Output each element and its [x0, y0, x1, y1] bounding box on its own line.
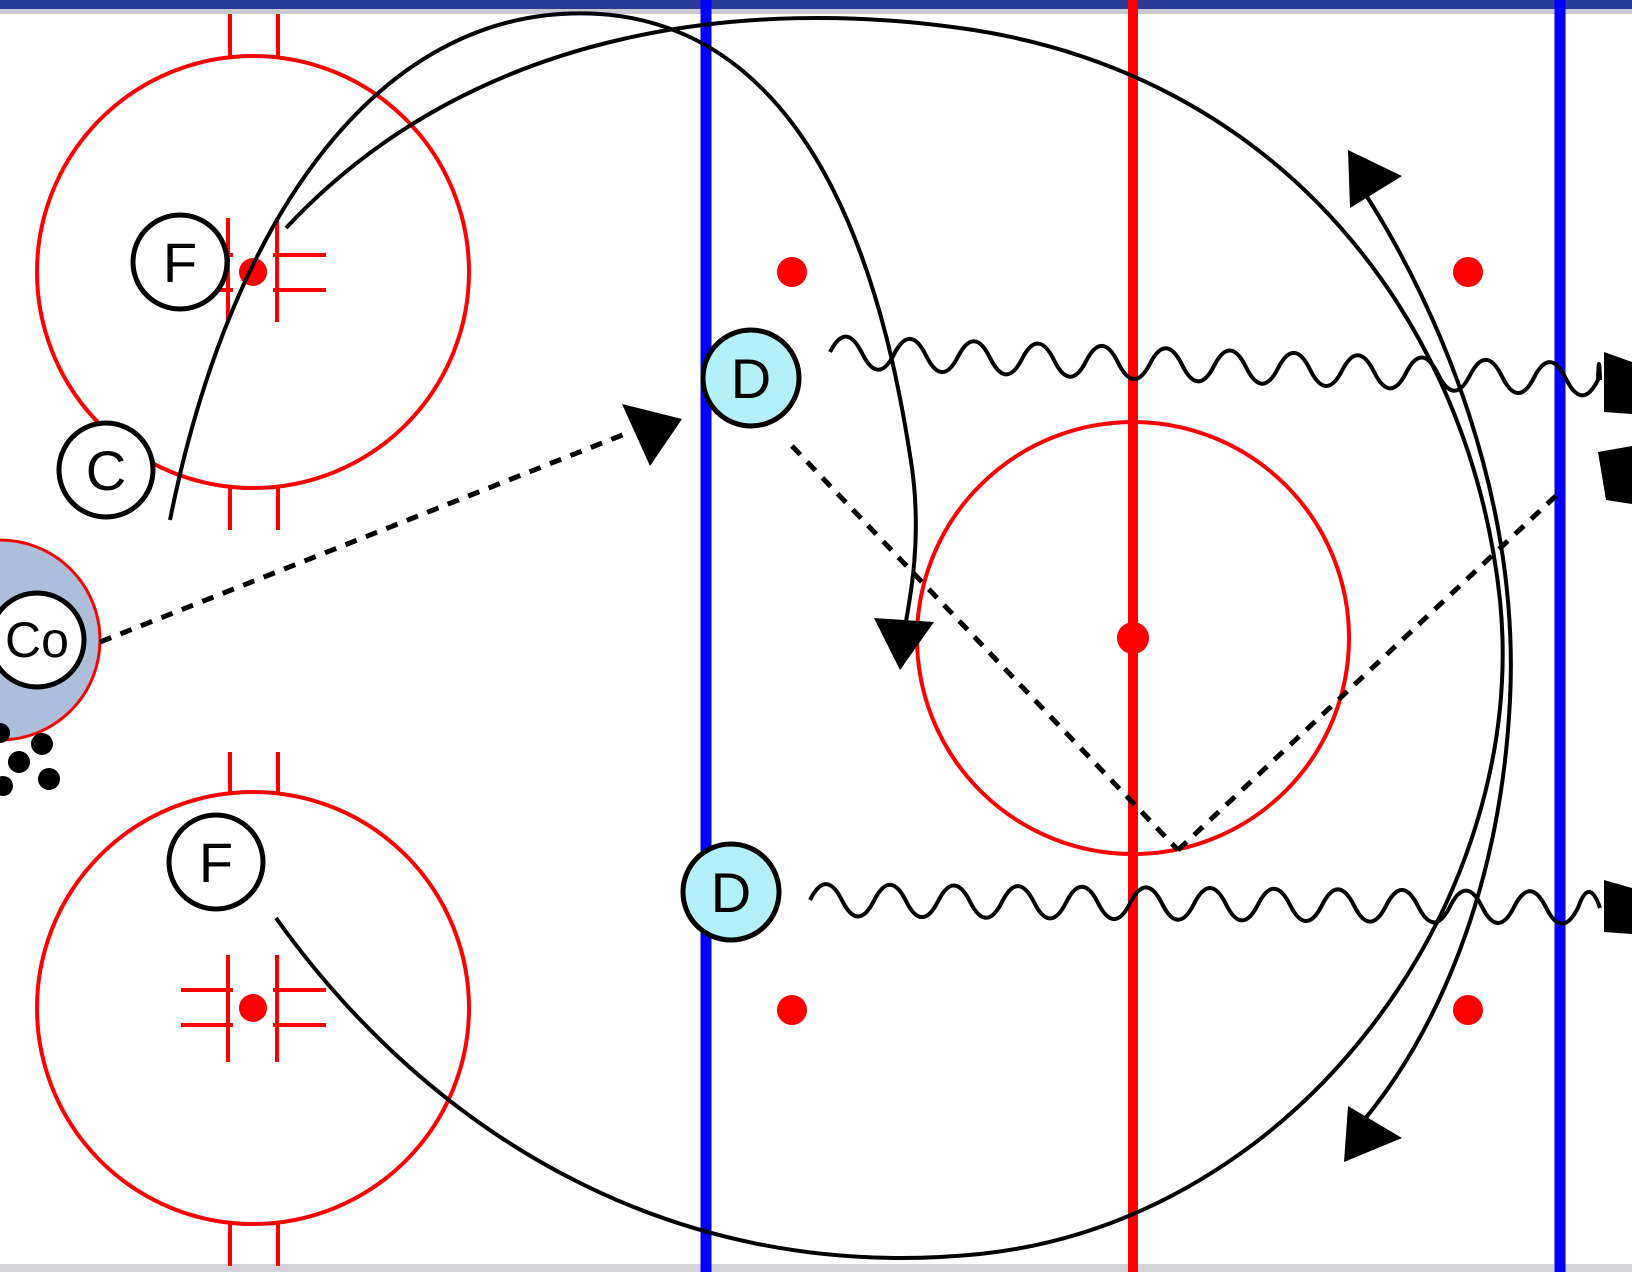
player-forward-bottom-label: F: [199, 831, 233, 894]
top-frame-shadow: [0, 9, 1632, 14]
arrowhead-icon: [874, 618, 934, 670]
player-coach-label: Co: [5, 612, 69, 668]
neutral-dot-1: [777, 257, 807, 287]
player-forward-top-label: F: [163, 231, 197, 294]
carry-paths: [808, 334, 1602, 926]
skate-paths: [168, 11, 1513, 1260]
player-coach: Co: [0, 590, 87, 690]
bottom-frame-shadow: [0, 1264, 1632, 1272]
player-defense-top-label: D: [731, 347, 771, 410]
arrowhead-icon: [1598, 446, 1632, 504]
skate-path-big-loop: [274, 15, 1505, 1260]
player-defense-top: D: [700, 327, 802, 429]
player-forward-top: F: [130, 212, 230, 312]
center-dot: [1117, 622, 1149, 654]
pass-defense-diagonal: [790, 444, 1180, 852]
arrowhead-icon: [1604, 880, 1632, 934]
puck-pile-icon: [0, 723, 60, 796]
neutral-dot-4: [1453, 995, 1483, 1025]
arrowhead-icon: [1604, 352, 1632, 414]
player-center-label: C: [86, 439, 126, 502]
top-frame-bar: [0, 0, 1632, 9]
faceoff-dot-bottom: [239, 994, 267, 1022]
player-defense-bottom: D: [680, 841, 782, 943]
pass-coach-to-defense: [99, 429, 631, 645]
carry-path-defense-top: [828, 334, 1602, 398]
arrowhead-icon: [1348, 150, 1402, 208]
pass-paths: [99, 429, 1562, 852]
neutral-dot-3: [777, 995, 807, 1025]
player-forward-bottom: F: [166, 812, 266, 912]
player-defense-bottom-label: D: [711, 861, 751, 924]
faceoff-circle-bottom: [35, 752, 471, 1266]
skate-path-center-swing: [1362, 190, 1513, 1122]
skate-path-forward-top: [168, 11, 918, 633]
carry-path-defense-bottom: [808, 882, 1602, 926]
neutral-dot-2: [1453, 257, 1483, 287]
player-center: C: [56, 420, 156, 520]
arrowhead-icon: [1344, 1106, 1402, 1162]
arrowhead-icon: [622, 404, 682, 466]
